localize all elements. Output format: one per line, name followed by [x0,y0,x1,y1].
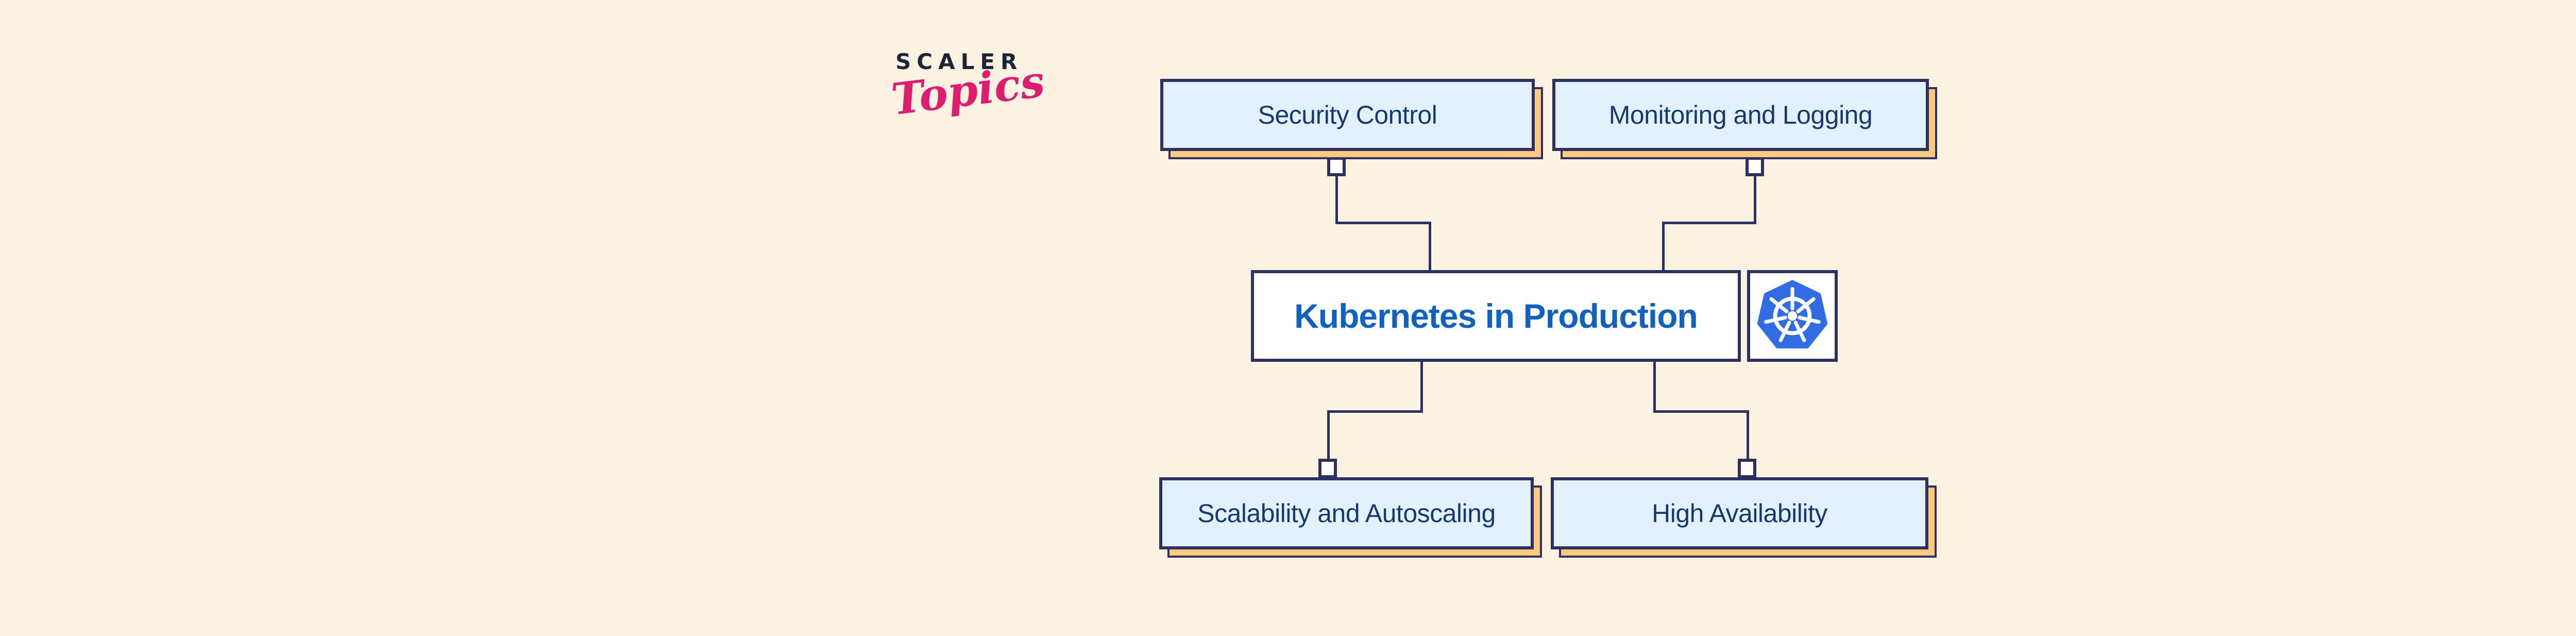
node-box: High Availability [1551,477,1928,549]
center-node: Kubernetes in Production [1251,270,1741,362]
port-high-availability [1738,459,1756,478]
node-high-availability: High Availability [1551,477,1937,558]
port-security-control [1327,157,1346,176]
connector-top-left-h [1335,222,1431,224]
connector-bottom-right-v2 [1747,410,1749,460]
connector-bottom-right-h [1653,410,1749,413]
node-label: High Availability [1652,499,1827,528]
connector-top-left-v2 [1429,222,1431,271]
connector-top-right-h [1662,222,1756,224]
connector-bottom-right-v1 [1653,361,1656,413]
node-box: Security Control [1160,79,1535,151]
kubernetes-icon [1757,280,1828,349]
connector-top-left-v1 [1335,175,1338,224]
scaler-wordmark: SCALER [895,49,1023,74]
connector-top-right-v2 [1662,222,1665,271]
node-label: Monitoring and Logging [1608,101,1873,129]
node-monitoring-and-logging: Monitoring and Logging [1552,79,1937,159]
connector-bottom-left-h [1327,410,1423,413]
center-label: Kubernetes in Production [1294,297,1698,335]
node-label: Scalability and Autoscaling [1197,499,1496,528]
connector-top-right-v1 [1754,175,1756,224]
node-box: Scalability and Autoscaling [1159,477,1534,549]
scaler-logo: SCALER Topics [889,49,1050,125]
node-box: Monitoring and Logging [1552,79,1929,151]
connector-bottom-left-v1 [1420,361,1423,413]
kubernetes-icon-box [1747,270,1838,362]
port-monitoring-logging [1745,157,1764,176]
node-scalability-and-autoscaling: Scalability and Autoscaling [1159,477,1542,558]
connector-bottom-left-v2 [1327,410,1330,460]
node-label: Security Control [1258,101,1437,129]
port-scalability [1318,459,1337,478]
node-security-control: Security Control [1160,79,1543,159]
